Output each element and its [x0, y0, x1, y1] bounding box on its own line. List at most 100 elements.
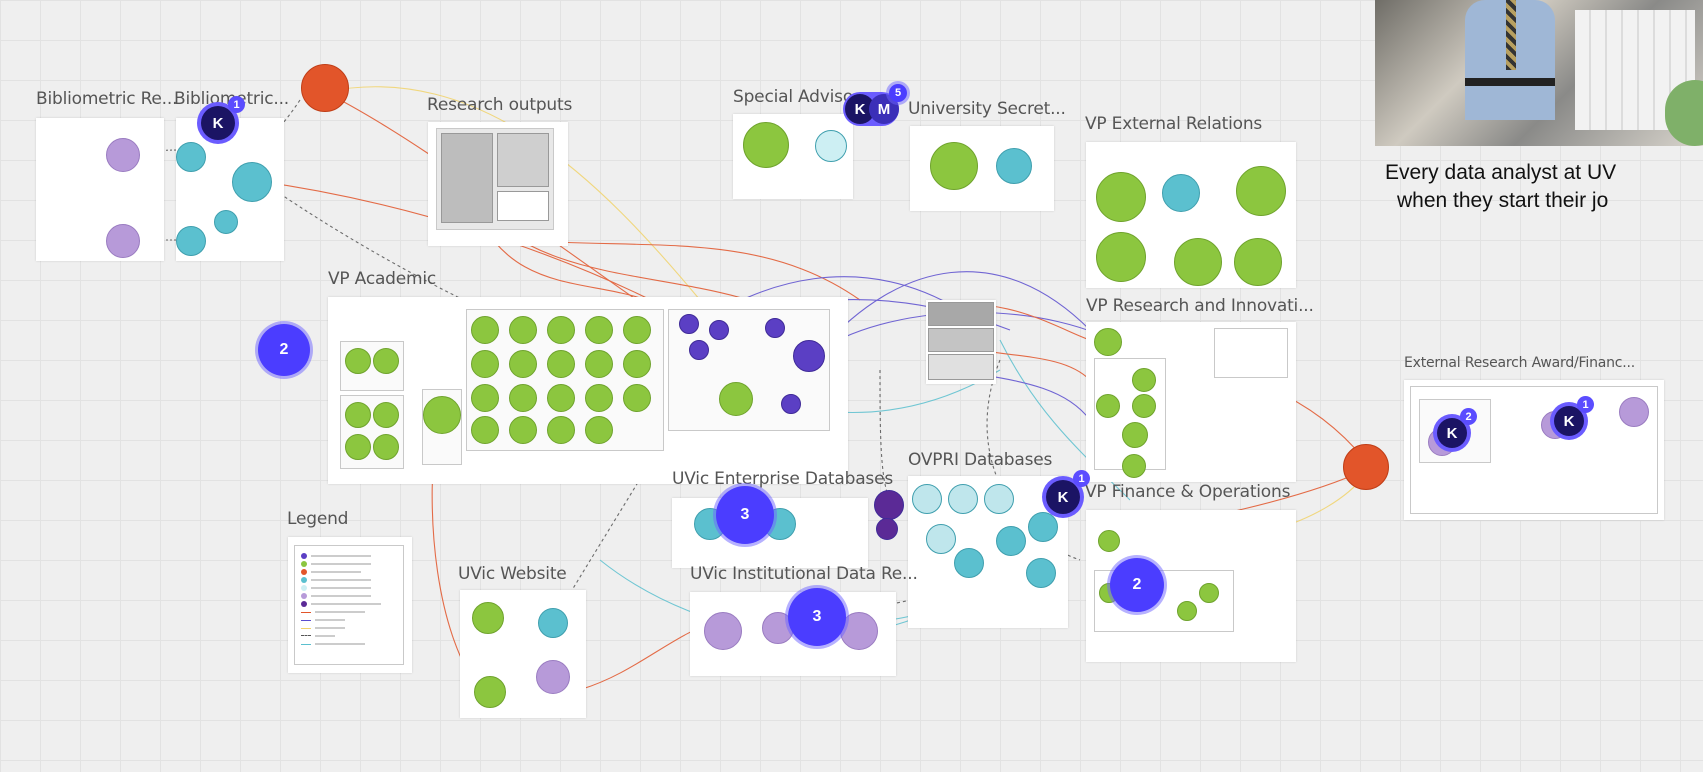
frame-title-vp-finance: VP Finance & Operations [1085, 482, 1291, 502]
vp-academic-resource-node[interactable] [423, 396, 461, 434]
vp-external-green-1[interactable] [1096, 172, 1146, 222]
bibliometric-teal-4[interactable] [176, 226, 206, 256]
faculty-node-2[interactable] [509, 316, 537, 344]
faculty-node-6[interactable] [471, 350, 499, 378]
comment-count-bubble-4[interactable]: 2 [1110, 558, 1164, 612]
faculty-node-8[interactable] [547, 350, 575, 378]
frame-bibliometric-1[interactable] [36, 118, 164, 261]
bibliometric-node-1[interactable] [106, 138, 140, 172]
academic-system-node-1[interactable] [679, 314, 699, 334]
collaborator-cursor-k-3[interactable]: K 1 [1046, 470, 1090, 514]
academic-system-node-4[interactable] [689, 340, 709, 360]
enterprise-purple-node-2[interactable] [876, 518, 898, 540]
faculty-node-11[interactable] [471, 384, 499, 412]
website-node-1[interactable] [472, 602, 504, 634]
academic-system-node-3[interactable] [765, 318, 785, 338]
vp-academic-node-c[interactable] [345, 402, 371, 428]
faculty-node-5[interactable] [623, 316, 651, 344]
bibliometric-teal-2[interactable] [232, 162, 272, 202]
ovpri-node-1[interactable] [912, 484, 942, 514]
bibliometric-teal-3[interactable] [214, 210, 238, 234]
academic-system-node-5[interactable] [781, 394, 801, 414]
vp-finance-node-1[interactable] [1098, 530, 1120, 552]
comment-count-bubble-2[interactable]: 3 [716, 486, 774, 544]
collaborator-cursor-k-1[interactable]: K 1 [201, 96, 245, 140]
vp-academic-node-b[interactable] [373, 348, 399, 374]
faculty-node-16[interactable] [471, 416, 499, 444]
vp-academic-node-a[interactable] [345, 348, 371, 374]
vp-external-green-5[interactable] [1234, 238, 1282, 286]
frame-bibliometric-2[interactable] [176, 118, 284, 261]
bibliometric-teal-1[interactable] [176, 142, 206, 172]
comment-count-bubble-1[interactable]: 2 [258, 324, 310, 376]
vp-external-green-4[interactable] [1174, 238, 1222, 286]
vp-finance-node-3[interactable] [1199, 583, 1219, 603]
faculty-node-4[interactable] [585, 316, 613, 344]
ovpri-node-3[interactable] [984, 484, 1014, 514]
frame-vp-research[interactable] [1086, 322, 1296, 482]
faculty-node-15[interactable] [623, 384, 651, 412]
frame-university-secretary[interactable] [910, 126, 1054, 211]
ovpri-node-6[interactable] [954, 548, 984, 578]
vp-external-teal-1[interactable] [1162, 174, 1200, 212]
university-secretary-green-node[interactable] [930, 142, 978, 190]
academic-publishers-node[interactable] [301, 64, 349, 112]
frame-uvic-website[interactable] [460, 590, 586, 718]
vp-academic-node-f[interactable] [373, 434, 399, 460]
vp-research-node-6[interactable] [1096, 394, 1120, 418]
vp-academic-node-e[interactable] [345, 434, 371, 460]
website-node-3[interactable] [536, 660, 570, 694]
frame-special-advisor[interactable] [733, 114, 853, 199]
institutional-node-3[interactable] [840, 612, 878, 650]
vp-research-node-2[interactable] [1132, 368, 1156, 392]
vp-research-node-3[interactable] [1132, 394, 1156, 418]
faculty-node-19[interactable] [585, 416, 613, 444]
collaborator-cursor-group-km[interactable]: K M 5 [843, 84, 907, 126]
vp-finance-node-4[interactable] [1177, 601, 1197, 621]
faculty-node-9[interactable] [585, 350, 613, 378]
frame-ovpri[interactable] [908, 476, 1068, 628]
vp-research-node-1[interactable] [1094, 328, 1122, 356]
frame-vp-academic[interactable] [328, 297, 848, 484]
collaborator-cursor-k-4[interactable]: K 2 [1437, 408, 1477, 448]
faculty-node-17[interactable] [509, 416, 537, 444]
faculty-node-1[interactable] [471, 316, 499, 344]
frame-vp-external[interactable] [1086, 142, 1296, 288]
special-advisor-green-node[interactable] [743, 122, 789, 168]
enterprise-purple-node-1[interactable] [874, 490, 904, 520]
frame-external-research[interactable] [1404, 380, 1664, 520]
bibliometric-node-2[interactable] [106, 224, 140, 258]
faculty-node-3[interactable] [547, 316, 575, 344]
website-node-4[interactable] [474, 676, 506, 708]
ovpri-node-4[interactable] [926, 524, 956, 554]
university-secretary-teal-node[interactable] [996, 148, 1032, 184]
institutional-node-1[interactable] [704, 612, 742, 650]
ovpri-node-8[interactable] [1026, 558, 1056, 588]
faculty-member-node[interactable] [793, 340, 825, 372]
ovpri-node-7[interactable] [1028, 512, 1058, 542]
academic-node[interactable] [719, 382, 753, 416]
frame-research-outputs[interactable] [428, 122, 568, 246]
external-research-node-3[interactable] [1619, 397, 1649, 427]
ovpri-node-5[interactable] [996, 526, 1026, 556]
faculty-node-14[interactable] [585, 384, 613, 412]
vp-research-node-4[interactable] [1122, 422, 1148, 448]
vp-external-green-3[interactable] [1096, 232, 1146, 282]
ovpri-node-2[interactable] [948, 484, 978, 514]
comment-count-bubble-3[interactable]: 3 [788, 588, 846, 646]
faculty-node-13[interactable] [547, 384, 575, 412]
vp-academic-node-d[interactable] [373, 402, 399, 428]
faculty-node-7[interactable] [509, 350, 537, 378]
academic-system-node-2[interactable] [709, 320, 729, 340]
funding-agencies-node[interactable] [1343, 444, 1389, 490]
website-node-2[interactable] [538, 608, 568, 638]
central-systems-panel[interactable] [926, 300, 996, 384]
special-advisor-teal-node[interactable] [815, 130, 847, 162]
faculty-node-10[interactable] [623, 350, 651, 378]
faculty-node-12[interactable] [509, 384, 537, 412]
meme-caption: Every data analyst at UV when they start… [1385, 159, 1703, 215]
vp-external-green-2[interactable] [1236, 166, 1286, 216]
faculty-node-18[interactable] [547, 416, 575, 444]
vp-research-node-5[interactable] [1122, 454, 1146, 478]
collaborator-cursor-k-5[interactable]: K 1 [1554, 396, 1594, 436]
